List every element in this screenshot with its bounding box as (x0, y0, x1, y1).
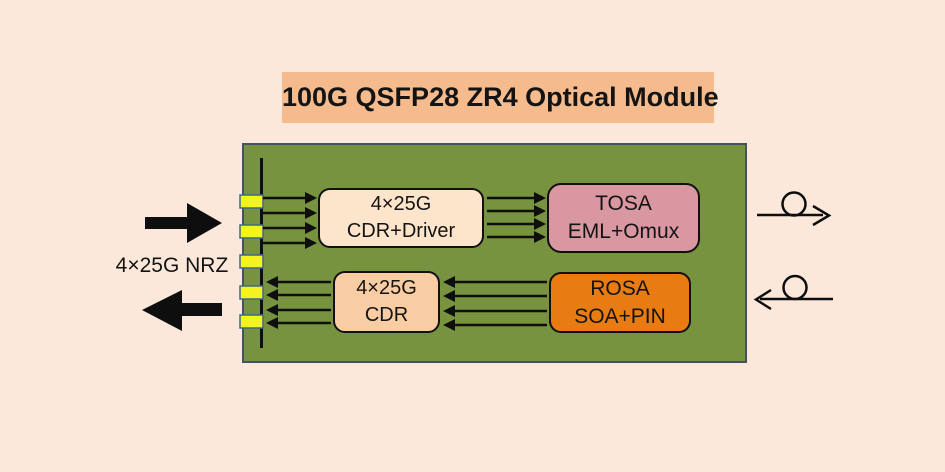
block-cdr-line1: 4×25G (356, 277, 417, 299)
block-tosa-line2: EML+Omux (567, 220, 680, 243)
block-cdr-driver-line2: CDR+Driver (346, 220, 456, 242)
diagram-title: 100G QSFP28 ZR4 Optical Module (282, 72, 719, 123)
nrz-signal-label: 4×25G NRZ (115, 254, 229, 277)
block-rosa-line1: ROSA (590, 276, 650, 300)
electrical-output-arrow-icon (142, 290, 222, 331)
block-cdr-line2: CDR (364, 304, 409, 326)
block-cdr-driver-line1: 4×25G (370, 193, 432, 215)
block-tosa-line1: TOSA (595, 192, 652, 215)
fiber-input-icon (753, 274, 833, 311)
block-rosa-line2: SOA+PIN (574, 304, 666, 328)
fiber-output-icon (757, 191, 832, 227)
electrical-input-arrow-icon (145, 203, 222, 243)
block-cdr: 4×25G CDR (333, 271, 440, 333)
block-tosa: TOSA EML+Omux (547, 183, 700, 253)
block-cdr-driver: 4×25G CDR+Driver (318, 188, 484, 248)
block-rosa: ROSA SOA+PIN (549, 272, 691, 333)
